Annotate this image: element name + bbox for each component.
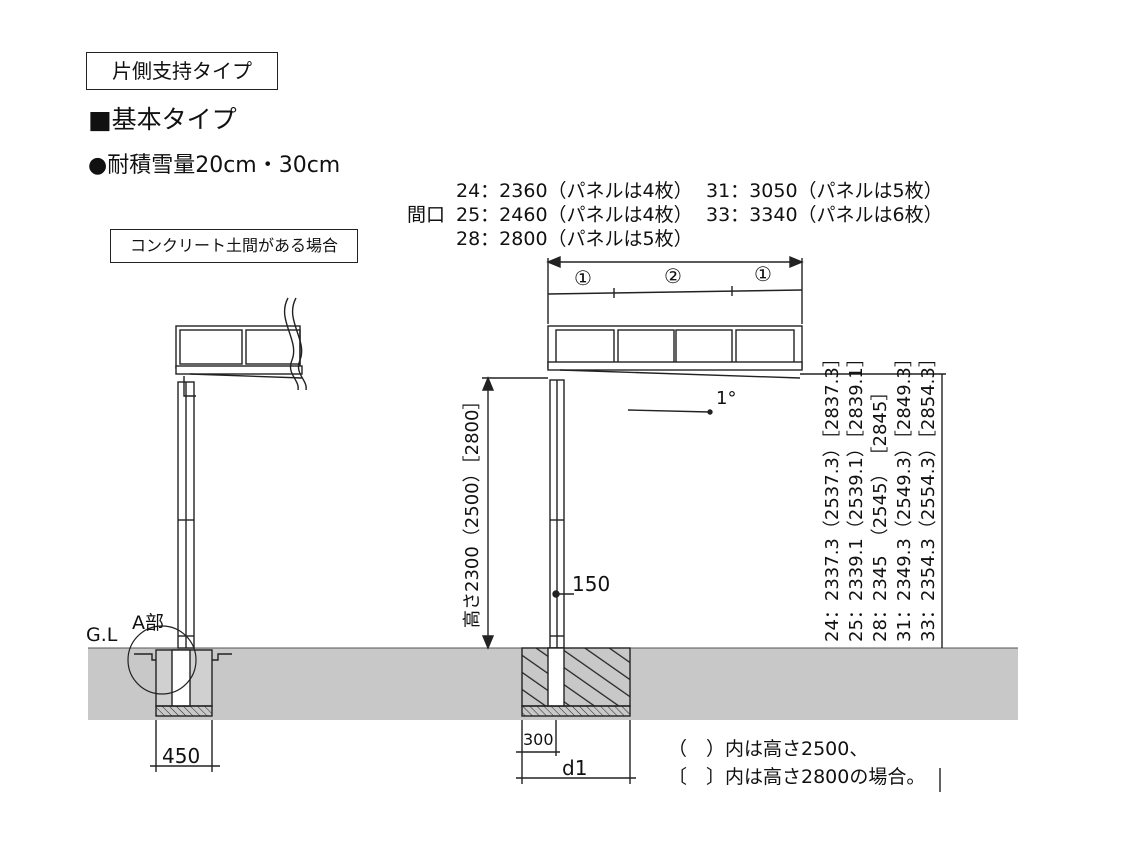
section-heading: ■基本タイプ: [88, 105, 237, 134]
opening-spec-25: 25：2460（パネルは4枚）: [456, 204, 693, 226]
type-label: 片側支持タイプ: [86, 52, 278, 90]
opening-spec-24: 24：2360（パネルは4枚）: [456, 180, 693, 202]
footing-width-dimension: 450: [162, 744, 201, 768]
total-height-31: 31：2349.3（2549.3）［2849.3］: [894, 349, 915, 642]
snow-load-label: ●耐積雪量20cm・30cm: [88, 153, 341, 178]
post-offset-dimension: 150: [572, 572, 611, 596]
total-height-33: 33：2354.3（2554.3）［2854.3］: [918, 349, 939, 642]
total-height-28: 28：2345 （2545） ［2845］: [870, 382, 891, 642]
height-dimension: 高さ2300（2500）［2800］: [462, 391, 483, 628]
slope-angle: 1°: [716, 388, 737, 409]
total-height-24: 24：2337.3（2537.3）［2837.3］: [822, 349, 843, 642]
panel-marker-1: ①: [574, 266, 592, 290]
total-height-25: 25：2339.1（2539.1）［2839.1］: [846, 349, 867, 642]
note-height-2800: 〔 〕内は高さ2800の場合。: [668, 766, 926, 788]
front-view: [481, 255, 946, 792]
opening-spec-33: 33：3340（パネルは6枚）: [706, 204, 943, 226]
panel-marker-3: ①: [754, 262, 772, 286]
gl-label: G.L: [86, 624, 118, 646]
concrete-note: コンクリート土間がある場合: [110, 229, 358, 263]
opening-label: 間口: [407, 204, 446, 226]
side-view: [127, 297, 307, 772]
a-part-label: A部: [132, 612, 164, 634]
d1-dimension: d1: [562, 756, 588, 780]
panel-marker-2: ②: [664, 264, 682, 288]
opening-spec-31: 31：3050（パネルは5枚）: [706, 180, 943, 202]
opening-spec-28: 28：2800（パネルは5枚）: [456, 228, 693, 250]
footing-300-dimension: 300: [523, 730, 554, 749]
note-height-2500: （ ）内は高さ2500、: [668, 738, 869, 760]
